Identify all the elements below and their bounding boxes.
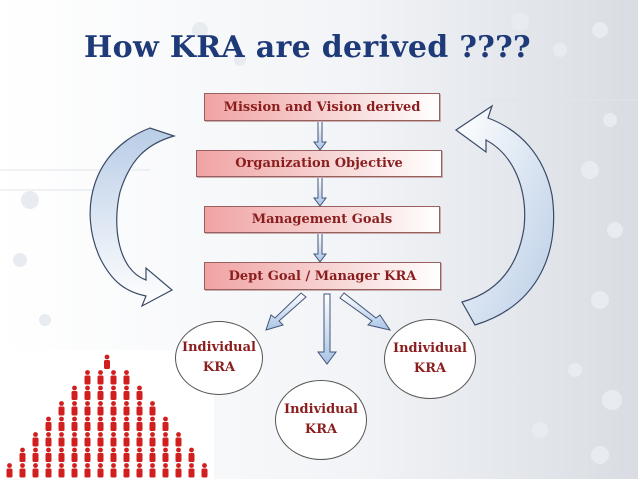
step-dept-goal-manager-kra: Dept Goal / Manager KRA [204, 262, 441, 290]
kra-node-label-line2: KRA [304, 422, 338, 437]
kra-node-label-line1: Individual [284, 402, 358, 417]
individual-kra-node-right: Individual KRA [384, 319, 476, 399]
step-management-goals: Management Goals [204, 206, 440, 233]
individual-kra-node-left: Individual KRA [175, 321, 263, 395]
slide-title: How KRA are derived ???? [84, 30, 531, 65]
individual-kra-node-center: Individual KRA [275, 380, 367, 460]
kra-node-label-line2: KRA [202, 360, 236, 375]
step-mission-vision: Mission and Vision derived [204, 93, 440, 121]
kra-node-label-line1: Individual [182, 340, 256, 355]
kra-node-label-line1: Individual [393, 341, 467, 356]
step-organization-objective: Organization Objective [196, 150, 442, 177]
kra-node-label-line2: KRA [413, 361, 447, 376]
